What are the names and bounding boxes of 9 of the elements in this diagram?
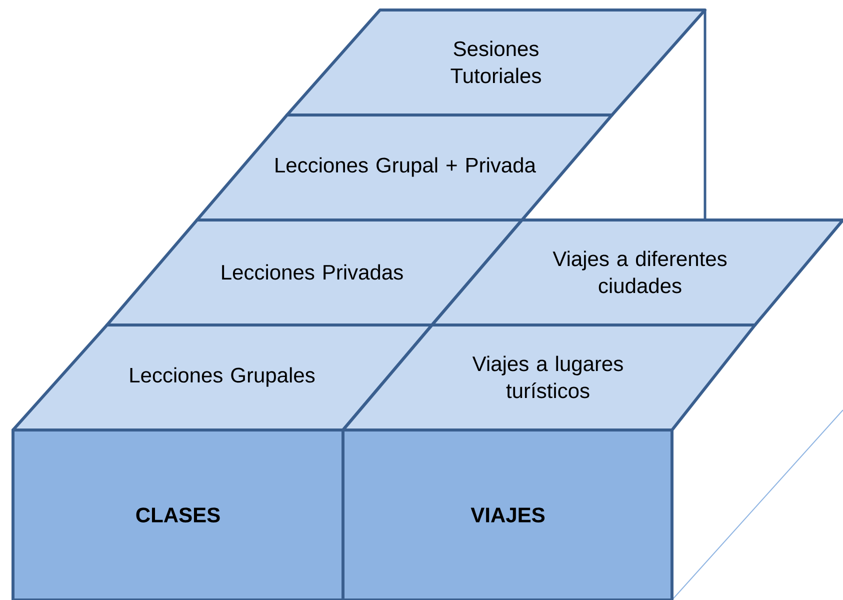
top-face: Lecciones Privadas bbox=[106, 218, 524, 326]
top-face: Sesiones Tutoriales bbox=[286, 8, 706, 116]
top-face: Lecciones Grupales bbox=[12, 324, 434, 432]
node-label: Viajes a diferentes ciudades bbox=[552, 250, 727, 294]
top-face: Viajes a lugares turísticos bbox=[342, 324, 756, 432]
top-face: Viajes a diferentes ciudades bbox=[430, 218, 843, 326]
front-face: VIAJES bbox=[342, 428, 674, 600]
front-face: CLASES bbox=[12, 428, 344, 600]
top-face: Lecciones Grupal + Privada bbox=[196, 114, 614, 222]
